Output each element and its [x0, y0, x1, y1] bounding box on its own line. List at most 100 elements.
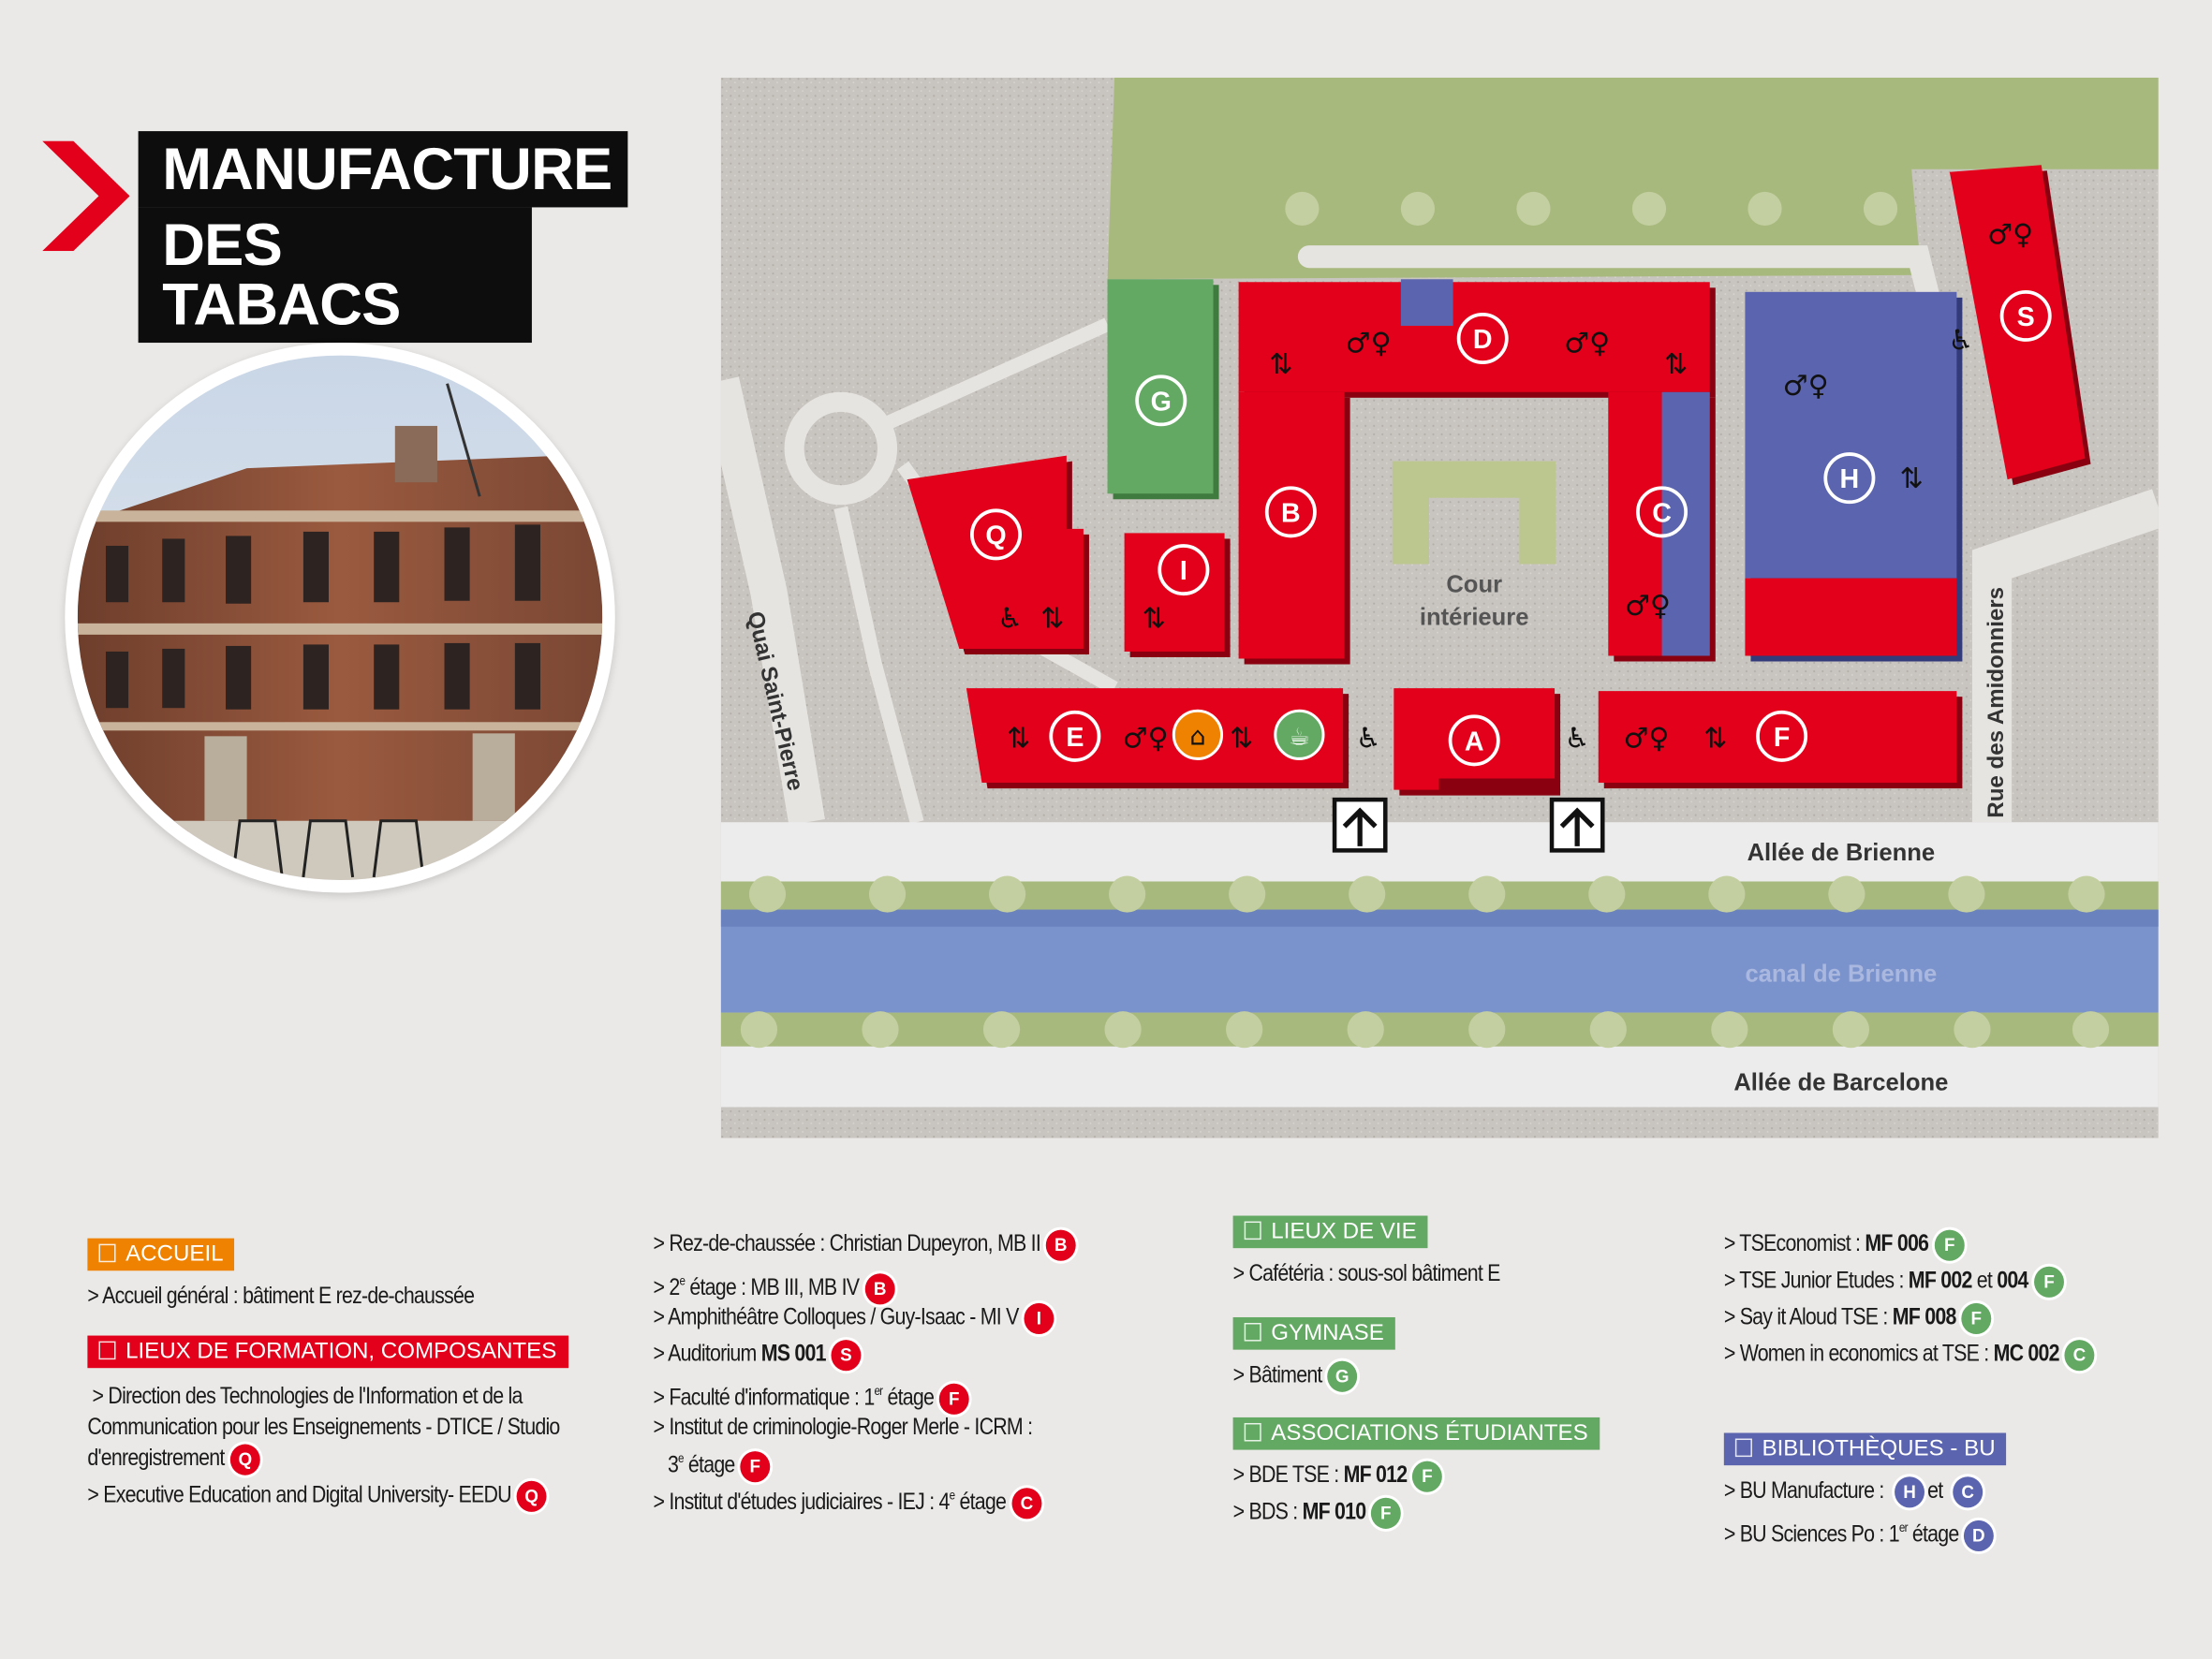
- building-badge[interactable]: F: [2033, 1266, 2064, 1298]
- legend-heading-label: GYMNASE: [1271, 1321, 1384, 1346]
- entrance-icon[interactable]: [1549, 797, 1605, 853]
- building-label-A[interactable]: A: [1448, 714, 1500, 767]
- svg-text:C: C: [1652, 498, 1672, 528]
- legend-text: > Cafétéria : sous-sol bâtiment E: [1232, 1260, 1501, 1286]
- legend-heading: GYMNASE: [1232, 1316, 1395, 1350]
- legend-text: MF 008: [1892, 1304, 1957, 1330]
- wheelchair-icon: ♿: [1356, 722, 1381, 755]
- building-label-E[interactable]: E: [1049, 710, 1101, 762]
- building-C[interactable]: [1608, 391, 1716, 662]
- building-E[interactable]: [966, 688, 1349, 789]
- legend-text: > Rez-de-chaussée : Christian Dupeyron, …: [653, 1231, 1040, 1257]
- legend-heading-label: ASSOCIATIONS ÉTUDIANTES: [1271, 1421, 1588, 1446]
- trees: [1285, 191, 1898, 227]
- building-badge[interactable]: F: [1961, 1302, 1992, 1335]
- street-allee-de-brienne: Allée de Brienne: [1747, 840, 1936, 866]
- building-label-F[interactable]: F: [1756, 710, 1808, 762]
- svg-text:H: H: [1840, 464, 1860, 494]
- legend-text: > BU Manufacture :: [1723, 1477, 1889, 1504]
- building-badge[interactable]: D: [1964, 1520, 1995, 1552]
- restroom-icon: ♂♀: [1623, 722, 1669, 755]
- restroom-icon: ♂♀: [1564, 328, 1610, 360]
- legend-text: MF 006: [1865, 1231, 1929, 1257]
- entrance-icon[interactable]: [1332, 797, 1388, 853]
- building-badge[interactable]: C: [1953, 1476, 1983, 1508]
- cour-label-2: intérieure: [1420, 604, 1529, 630]
- legend-text: > Institut de criminologie-Roger Merle -…: [653, 1414, 1033, 1441]
- building-badge[interactable]: S: [831, 1340, 862, 1372]
- legend-text: MC 002: [1993, 1341, 2060, 1367]
- building-label-I[interactable]: I: [1158, 544, 1210, 596]
- building-label-H[interactable]: H: [1823, 452, 1876, 505]
- restroom-icon: ♂♀: [1123, 722, 1169, 755]
- building-label-D[interactable]: D: [1456, 313, 1509, 365]
- building-G[interactable]: [1107, 279, 1219, 500]
- square-icon: [1244, 1221, 1261, 1241]
- building-badge[interactable]: G: [1327, 1360, 1358, 1392]
- legend-item: > Direction des Technologies de l'Inform…: [87, 1381, 597, 1475]
- building-label-B[interactable]: B: [1264, 486, 1317, 538]
- building-badge[interactable]: H: [1894, 1476, 1924, 1508]
- building-B[interactable]: [1238, 391, 1350, 665]
- legend-text: > Executive Education and Digital Univer…: [87, 1482, 511, 1508]
- building-badge[interactable]: Q: [229, 1444, 260, 1475]
- building-badge[interactable]: F: [740, 1451, 771, 1483]
- legend-text: étage : MB III, MB IV: [685, 1274, 860, 1300]
- legend-text: étage: [1907, 1521, 1959, 1548]
- building-badge[interactable]: B: [1046, 1229, 1076, 1261]
- street-rue-des-amidonniers: Rue des Amidonniers: [1983, 587, 2009, 818]
- legend-text: et: [1971, 1268, 1998, 1294]
- legend-text: étage: [954, 1489, 1007, 1515]
- building-badge[interactable]: F: [1934, 1229, 1965, 1261]
- campus-map: Cour intérieure Allée de Brienne canal d…: [720, 77, 2159, 1138]
- legend-text: > Faculté d'informatique : 1: [653, 1385, 875, 1411]
- restroom-icon: ♂♀: [1783, 370, 1829, 403]
- building-badge[interactable]: F: [939, 1383, 970, 1415]
- building-H[interactable]: [1745, 291, 1963, 662]
- building-badge[interactable]: I: [1024, 1302, 1054, 1335]
- legend-item: > BU Manufacture : H et C: [1723, 1475, 1983, 1508]
- legend-text: 004: [1997, 1268, 2028, 1294]
- cafeteria-icon: ☕: [1274, 709, 1325, 760]
- canal-de-brienne-label: canal de Brienne: [1745, 961, 1937, 987]
- legend-item: > Cafétéria : sous-sol bâtiment E: [1232, 1258, 1501, 1289]
- building-photo: [65, 343, 615, 893]
- svg-text:☕: ☕: [1289, 723, 1310, 751]
- legend-heading: ASSOCIATIONS ÉTUDIANTES: [1232, 1417, 1600, 1450]
- legend-text: > 2: [653, 1274, 680, 1300]
- legend-text: MF 010: [1302, 1499, 1367, 1525]
- legend-heading: BIBLIOTHÈQUES - BU: [1723, 1432, 2007, 1466]
- legend-text: étage: [683, 1452, 735, 1478]
- building-label-S[interactable]: S: [1999, 289, 2052, 342]
- elevator-icon: ⇅: [1664, 348, 1688, 381]
- legend-text: MF 012: [1343, 1462, 1408, 1489]
- square-icon: [98, 1243, 116, 1263]
- wheelchair-icon: ♿: [1565, 722, 1590, 755]
- building-badge[interactable]: F: [1412, 1461, 1443, 1492]
- building-label-Q[interactable]: Q: [970, 508, 1023, 561]
- legend-text: e: [678, 1451, 685, 1466]
- legend-heading: LIEUX DE FORMATION, COMPOSANTES: [87, 1335, 568, 1369]
- building-badge[interactable]: C: [2064, 1340, 2095, 1372]
- allee-de-barcelone: [720, 1046, 2159, 1108]
- building-label-G[interactable]: G: [1135, 374, 1187, 427]
- roundabout: [784, 391, 898, 506]
- building-S[interactable]: [1949, 165, 2091, 486]
- street-allee-de-barcelone: Allée de Barcelone: [1733, 1069, 1948, 1095]
- legend-heading-label: ACCUEIL: [125, 1242, 224, 1267]
- building-badge[interactable]: Q: [516, 1480, 547, 1512]
- svg-text:⌂: ⌂: [1189, 722, 1205, 751]
- building-label-C[interactable]: C: [1636, 486, 1688, 538]
- building-D[interactable]: [1238, 279, 1716, 398]
- elevator-icon: ⇅: [1900, 462, 1924, 495]
- building-badge[interactable]: F: [1371, 1497, 1402, 1529]
- building-badge[interactable]: C: [1011, 1488, 1042, 1520]
- building-I[interactable]: [1124, 533, 1231, 657]
- building-A[interactable]: [1394, 688, 1561, 796]
- building-badge[interactable]: B: [864, 1273, 895, 1305]
- svg-text:Q: Q: [985, 521, 1006, 551]
